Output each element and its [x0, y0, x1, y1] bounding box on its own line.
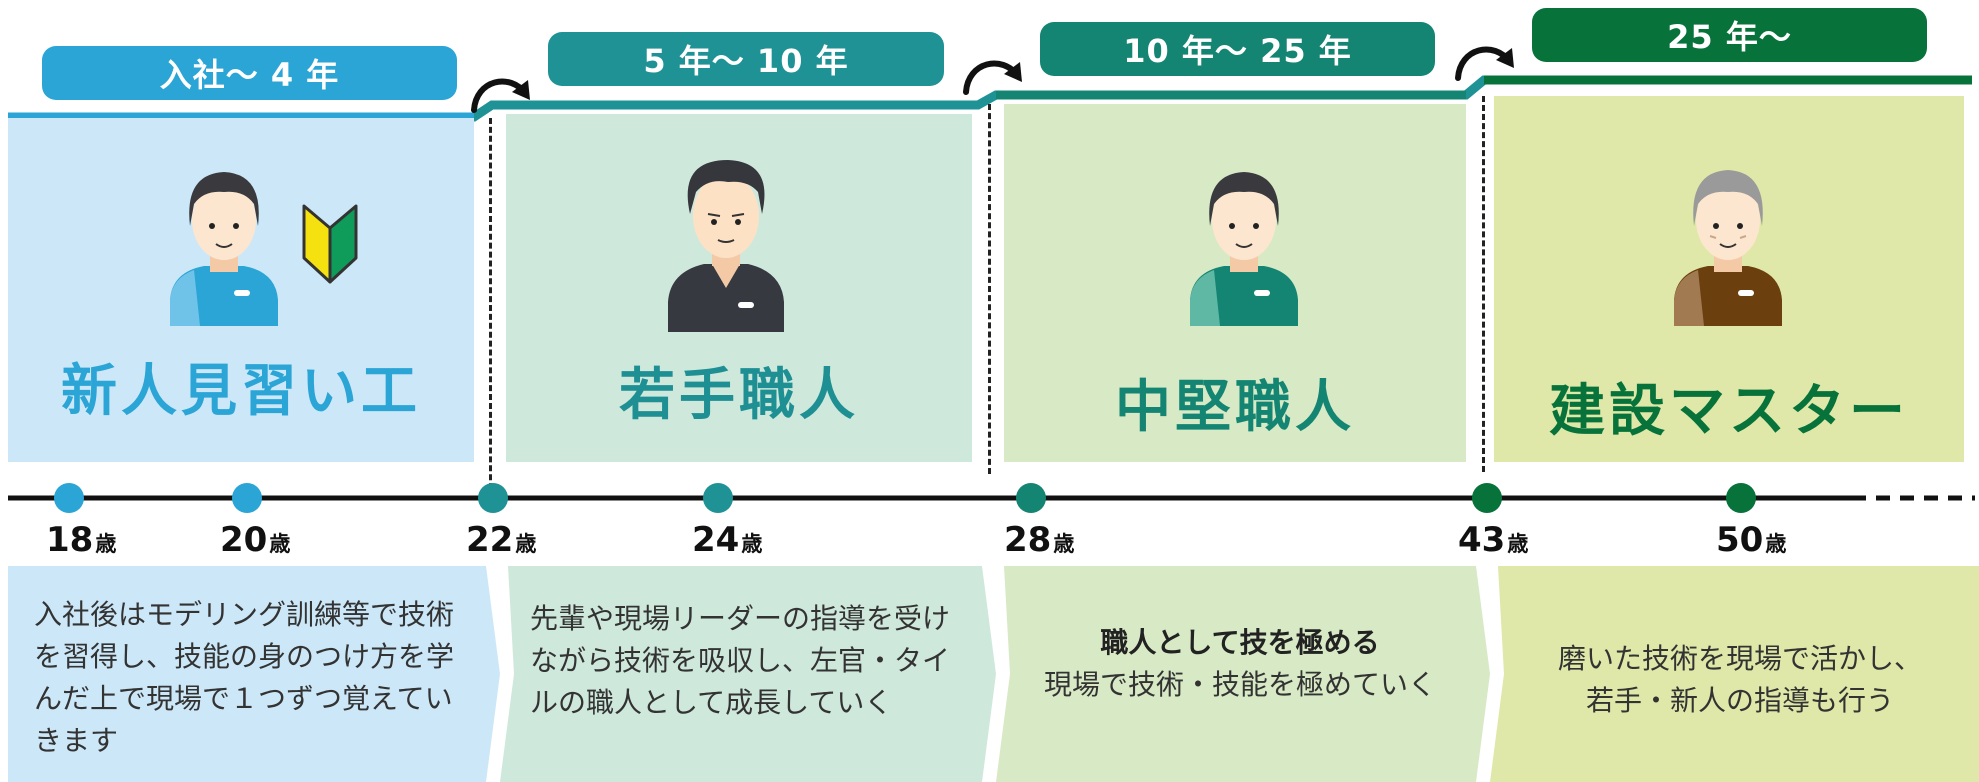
stage-divider — [988, 104, 991, 474]
tenure-badge-2: 5 年〜 10 年 — [548, 32, 944, 86]
stage-divider — [1482, 96, 1485, 472]
age-dot-18 — [54, 483, 84, 513]
age-label-28: 28歳 — [1004, 520, 1075, 560]
age-label-18: 18歳 — [46, 520, 117, 560]
career-staircase — [8, 75, 1972, 122]
age-label-50: 50歳 — [1716, 520, 1787, 560]
stage-title-beginner: 新人見習い工 — [61, 359, 421, 424]
age-dot-24 — [703, 483, 733, 513]
stage-description-beginner: 入社後はモデリング訓練等で技術 を習得し、技能の身のつけ方を学 んだ上で現場で１… — [34, 598, 455, 757]
age-label-20: 20歳 — [220, 520, 291, 560]
stage-panel-master: 建設マスター — [1494, 96, 1964, 462]
age-dot-20 — [232, 483, 262, 513]
curved-arrow-icon — [471, 78, 530, 113]
tenure-badge-1: 入社〜 4 年 — [42, 46, 457, 100]
age-label-22: 22歳 — [466, 520, 537, 560]
tenure-badge-3: 10 年〜 25 年 — [1040, 22, 1435, 76]
stage-title-mid: 中堅職人 — [1115, 375, 1355, 440]
person-young-icon — [668, 160, 784, 332]
person-mid-icon — [1190, 172, 1298, 326]
age-dot-43 — [1472, 483, 1502, 513]
age-dot-50 — [1726, 483, 1756, 513]
beginner-leaf-mark-icon — [302, 204, 358, 284]
age-dot-22 — [478, 483, 508, 513]
age-label-43: 43歳 — [1458, 520, 1529, 560]
age-label-24: 24歳 — [692, 520, 763, 560]
stage-panel-mid: 中堅職人 — [1004, 104, 1466, 462]
stage-description-master: 磨いた技術を現場で活かし、 若手・新人の指導も行う — [1557, 642, 1922, 717]
tenure-badge-4: 25 年〜 — [1532, 8, 1927, 62]
stage-description-young: 先輩や現場リーダーの指導を受け ながら技術を吸収し、左官・タイ ルの職人として成… — [530, 602, 951, 719]
age-timeline — [8, 495, 1975, 501]
person-senior-icon — [1674, 170, 1782, 326]
age-dot-28 — [1016, 483, 1046, 513]
stage-title-master: 建設マスター — [1549, 379, 1909, 444]
stage-divider — [489, 118, 492, 498]
curved-arrow-icon — [1455, 46, 1514, 81]
stage-description-mid: 職人として技を極める 現場で技術・技能を極めていく — [1043, 626, 1436, 701]
person-beginner-icon — [170, 172, 278, 326]
stage-title-young: 若手職人 — [619, 363, 859, 428]
stage-panel-beginner: 新人見習い工 — [8, 118, 474, 462]
description-band — [8, 566, 1979, 782]
curved-arrow-icon — [963, 60, 1022, 95]
stage-panel-young: 若手職人 — [506, 114, 972, 462]
